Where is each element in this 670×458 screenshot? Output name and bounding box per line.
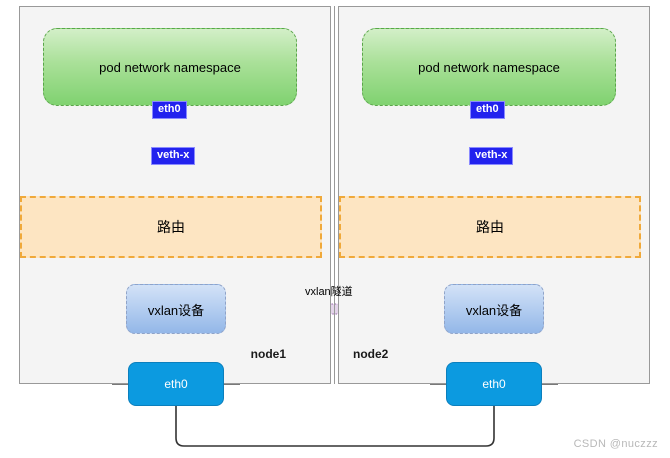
pod-eth0-label-node1: eth0 xyxy=(158,103,181,115)
pod-eth0-chip-node2: eth0 xyxy=(470,101,505,119)
routing-table-node1: 路由 xyxy=(20,196,322,258)
vxlan-tunnel-label: vxlan隧道 xyxy=(305,286,353,298)
host-eth0-label-node2: eth0 xyxy=(482,377,506,391)
pod-network-namespace-node2: pod network namespace xyxy=(362,28,616,106)
routing-table-label-node2: 路由 xyxy=(476,219,504,235)
vxlan-device-label-node1: vxlan设备 xyxy=(147,302,205,318)
pod-network-namespace-node1: pod network namespace xyxy=(43,28,297,106)
pod-network-namespace-label-node2: pod network namespace xyxy=(418,59,560,75)
host-eth0-node2: eth0 xyxy=(446,362,542,406)
routing-table-node2: 路由 xyxy=(339,196,641,258)
pod-network-namespace-label-node1: pod network namespace xyxy=(99,59,241,75)
vxlan-device-label-node2: vxlan设备 xyxy=(465,302,523,318)
vxlan-device-node1: vxlan设备 xyxy=(126,284,226,334)
veth-x-chip-node1: veth-x xyxy=(151,147,196,165)
veth-x-label-node2: veth-x xyxy=(475,149,508,161)
routing-table-label-node1: 路由 xyxy=(157,219,185,235)
node-name-label-node2: node2 xyxy=(353,347,389,361)
pod-eth0-label-node2: eth0 xyxy=(476,103,499,115)
veth-x-chip-node2: veth-x xyxy=(469,147,514,165)
veth-x-label-node1: veth-x xyxy=(157,149,190,161)
node-name-label-node1: node1 xyxy=(250,347,286,361)
vxlan-device-node2: vxlan设备 xyxy=(444,284,544,334)
host-eth0-label-node1: eth0 xyxy=(164,377,188,391)
pod-eth0-chip-node1: eth0 xyxy=(152,101,187,119)
underlay-network-link xyxy=(175,406,495,447)
host-eth0-node1: eth0 xyxy=(128,362,224,406)
watermark-text: CSDN @nuczzz xyxy=(573,438,658,450)
